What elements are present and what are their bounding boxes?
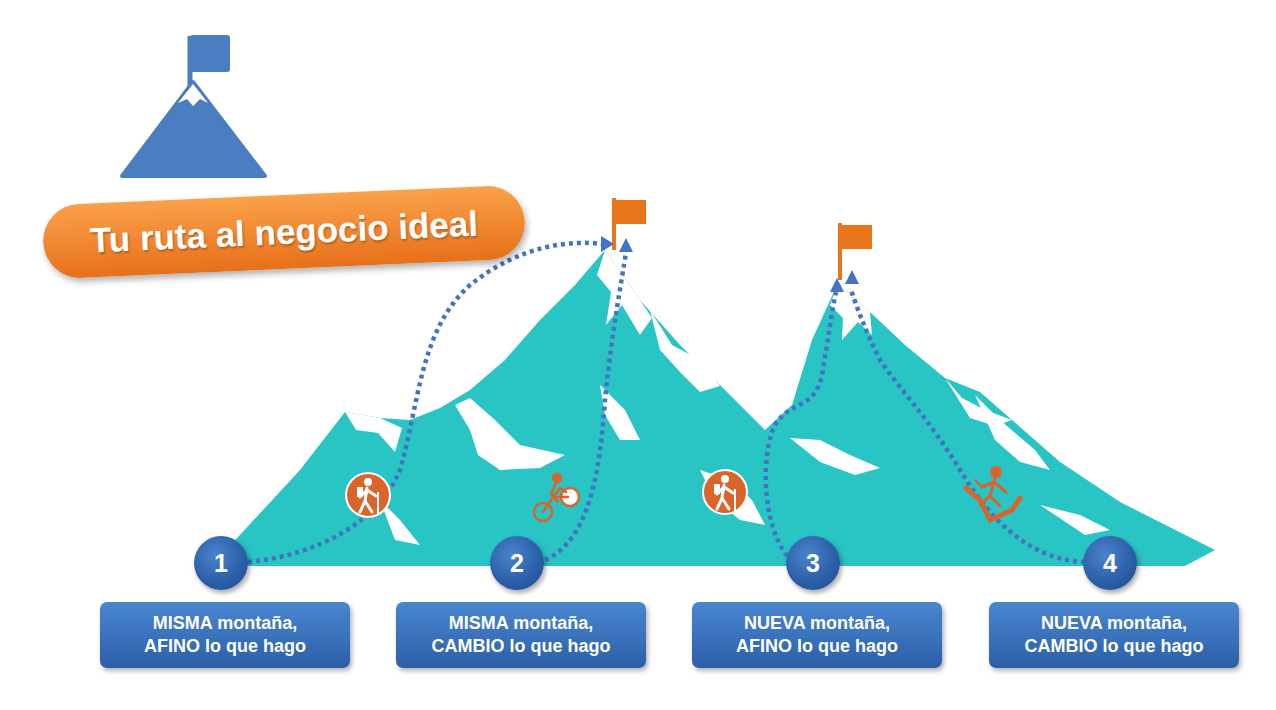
snow — [1040, 505, 1110, 535]
hiker-icon — [346, 473, 390, 517]
node-text: NUEVA montaña, CAMBIO lo que hago — [999, 612, 1229, 659]
arrow-head — [601, 236, 614, 252]
snow — [790, 438, 880, 475]
snow — [345, 250, 1110, 545]
hiker-icon — [703, 470, 747, 514]
mountains — [215, 250, 1215, 566]
hiker-icon — [346, 473, 390, 517]
flag — [840, 223, 872, 280]
hiker-icon — [364, 478, 372, 486]
route-path — [248, 243, 1085, 562]
route-path — [545, 252, 626, 560]
logo-mountain — [122, 82, 265, 176]
step-number: 2 — [490, 536, 544, 590]
climber-icon — [992, 468, 1001, 477]
node-text: 1 — [214, 551, 228, 576]
cyclist-icon — [534, 474, 579, 521]
node-text: NUEVA montaña, AFINO lo que hago — [702, 612, 932, 659]
flag — [614, 200, 646, 224]
hiker-icon — [703, 470, 747, 514]
hiker-icon — [377, 492, 379, 514]
route-path — [766, 292, 836, 556]
flag — [614, 198, 646, 250]
snow — [345, 412, 402, 452]
title-text: Tu ruta al negocio ideal — [89, 204, 479, 261]
node-text: 3 — [806, 551, 820, 576]
climber-icon — [966, 468, 1020, 521]
route-path — [851, 290, 1085, 562]
snow — [455, 398, 565, 470]
logo-mountain — [122, 35, 265, 176]
step-number: 4 — [1083, 536, 1137, 590]
arrow-head — [830, 278, 844, 292]
snow — [597, 250, 652, 335]
snow — [650, 310, 720, 392]
flag — [840, 225, 872, 249]
route-path — [248, 243, 603, 562]
hiker-icon — [714, 484, 720, 494]
logo-mountain — [178, 84, 208, 106]
snow — [975, 395, 1050, 470]
step-number: 3 — [786, 536, 840, 590]
node-text: MISMA montaña, CAMBIO lo que hago — [406, 612, 636, 659]
route-box: NUEVA montaña, CAMBIO lo que hago — [989, 602, 1239, 668]
route-box: MISMA montaña, CAMBIO lo que hago — [396, 602, 646, 668]
cyclist-icon — [553, 474, 561, 482]
node-text: 2 — [510, 551, 524, 576]
mountains — [215, 250, 1215, 566]
logo-mountain — [190, 35, 230, 72]
node-text: 4 — [1103, 551, 1117, 576]
node-text: MISMA montaña, AFINO lo que hago — [110, 612, 340, 659]
title-banner: Tu ruta al negocio ideal — [42, 185, 527, 280]
arrow-head — [845, 270, 859, 284]
route-box: NUEVA montaña, AFINO lo que hago — [692, 602, 942, 668]
hiker-icon — [734, 489, 736, 511]
hiker-icon — [721, 475, 729, 483]
snow — [700, 470, 765, 525]
climber-icon — [975, 480, 982, 487]
step-number: 1 — [194, 536, 248, 590]
route-box: MISMA montaña, AFINO lo que hago — [100, 602, 350, 668]
cyclist-icon — [551, 483, 558, 502]
arrow-head — [619, 238, 633, 252]
climber-icon — [966, 488, 1020, 520]
hiker-icon — [357, 487, 363, 497]
arrow-head — [601, 236, 859, 292]
climber-icon — [980, 478, 1006, 506]
